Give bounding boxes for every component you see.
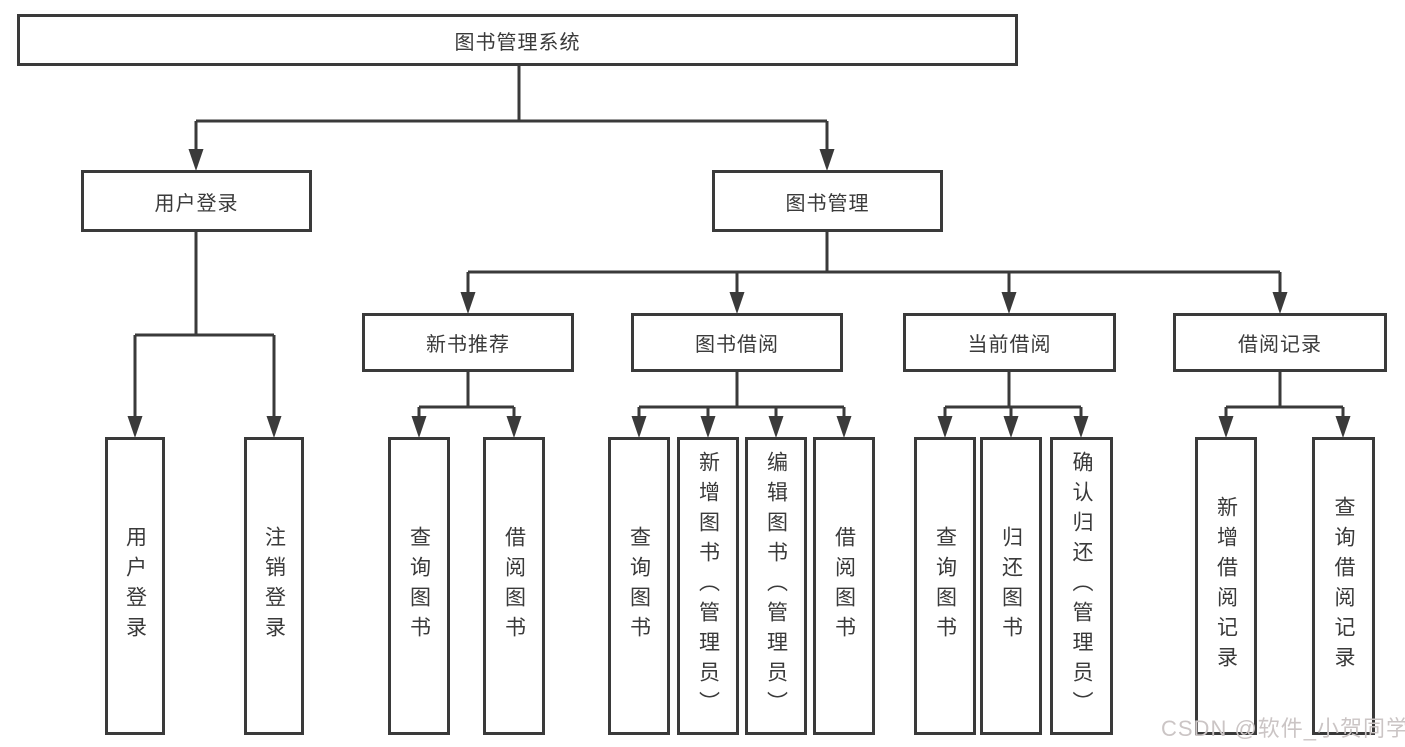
leaf-query-books-2: 查询图书 bbox=[608, 437, 670, 735]
leaf-return-books: 归还图书 bbox=[980, 437, 1042, 735]
node-new-book-recommend-label: 新书推荐 bbox=[426, 334, 510, 356]
node-borrow-records: 借阅记录 bbox=[1173, 313, 1387, 372]
leaf-query-books-1: 查询图书 bbox=[388, 437, 450, 735]
node-book-borrow: 图书借阅 bbox=[631, 313, 843, 372]
node-user-login-label: 用户登录 bbox=[154, 192, 239, 215]
node-current-borrow: 当前借阅 bbox=[903, 313, 1116, 372]
leaf-logout: 注销登录 bbox=[244, 437, 304, 735]
leaf-edit-books-admin-label: 编辑图书（管理员） bbox=[764, 451, 788, 721]
leaf-add-books-admin: 新增图书（管理员） bbox=[677, 437, 739, 735]
leaf-logout-label: 注销登录 bbox=[262, 526, 286, 646]
leaf-return-books-label: 归还图书 bbox=[999, 526, 1023, 646]
node-user-login: 用户登录 bbox=[81, 170, 312, 232]
leaf-query-borrow-record: 查询借阅记录 bbox=[1312, 437, 1375, 735]
leaf-query-books-2-label: 查询图书 bbox=[627, 526, 651, 646]
leaf-query-books-3: 查询图书 bbox=[914, 437, 976, 735]
node-borrow-records-label: 借阅记录 bbox=[1238, 334, 1322, 356]
node-book-borrow-label: 图书借阅 bbox=[695, 334, 779, 356]
leaf-user-login-label: 用户登录 bbox=[123, 526, 147, 646]
leaf-confirm-return-admin-label: 确认归还（管理员） bbox=[1070, 451, 1093, 721]
leaf-edit-books-admin: 编辑图书（管理员） bbox=[745, 437, 807, 735]
leaf-borrow-books-1-label: 借阅图书 bbox=[502, 526, 526, 646]
leaf-user-login: 用户登录 bbox=[105, 437, 165, 735]
leaf-borrow-books-2-label: 借阅图书 bbox=[832, 526, 856, 646]
leaf-query-books-1-label: 查询图书 bbox=[407, 526, 431, 646]
leaf-query-books-3-label: 查询图书 bbox=[933, 526, 957, 646]
node-current-borrow-label: 当前借阅 bbox=[967, 334, 1052, 356]
node-new-book-recommend: 新书推荐 bbox=[362, 313, 574, 372]
leaf-query-borrow-record-label: 查询借阅记录 bbox=[1332, 496, 1355, 676]
leaf-add-borrow-record: 新增借阅记录 bbox=[1195, 437, 1257, 735]
leaf-borrow-books-2: 借阅图书 bbox=[813, 437, 875, 735]
leaf-add-books-admin-label: 新增图书（管理员） bbox=[696, 451, 720, 721]
node-root: 图书管理系统 bbox=[17, 14, 1018, 66]
node-book-management: 图书管理 bbox=[712, 170, 943, 232]
node-book-management-label: 图书管理 bbox=[785, 192, 870, 215]
leaf-add-borrow-record-label: 新增借阅记录 bbox=[1214, 496, 1238, 676]
leaf-borrow-books-1: 借阅图书 bbox=[483, 437, 545, 735]
node-root-label: 图书管理系统 bbox=[454, 31, 581, 54]
watermark: CSDN @软件_小贺同学 bbox=[1161, 716, 1405, 741]
leaf-confirm-return-admin: 确认归还（管理员） bbox=[1050, 437, 1113, 735]
